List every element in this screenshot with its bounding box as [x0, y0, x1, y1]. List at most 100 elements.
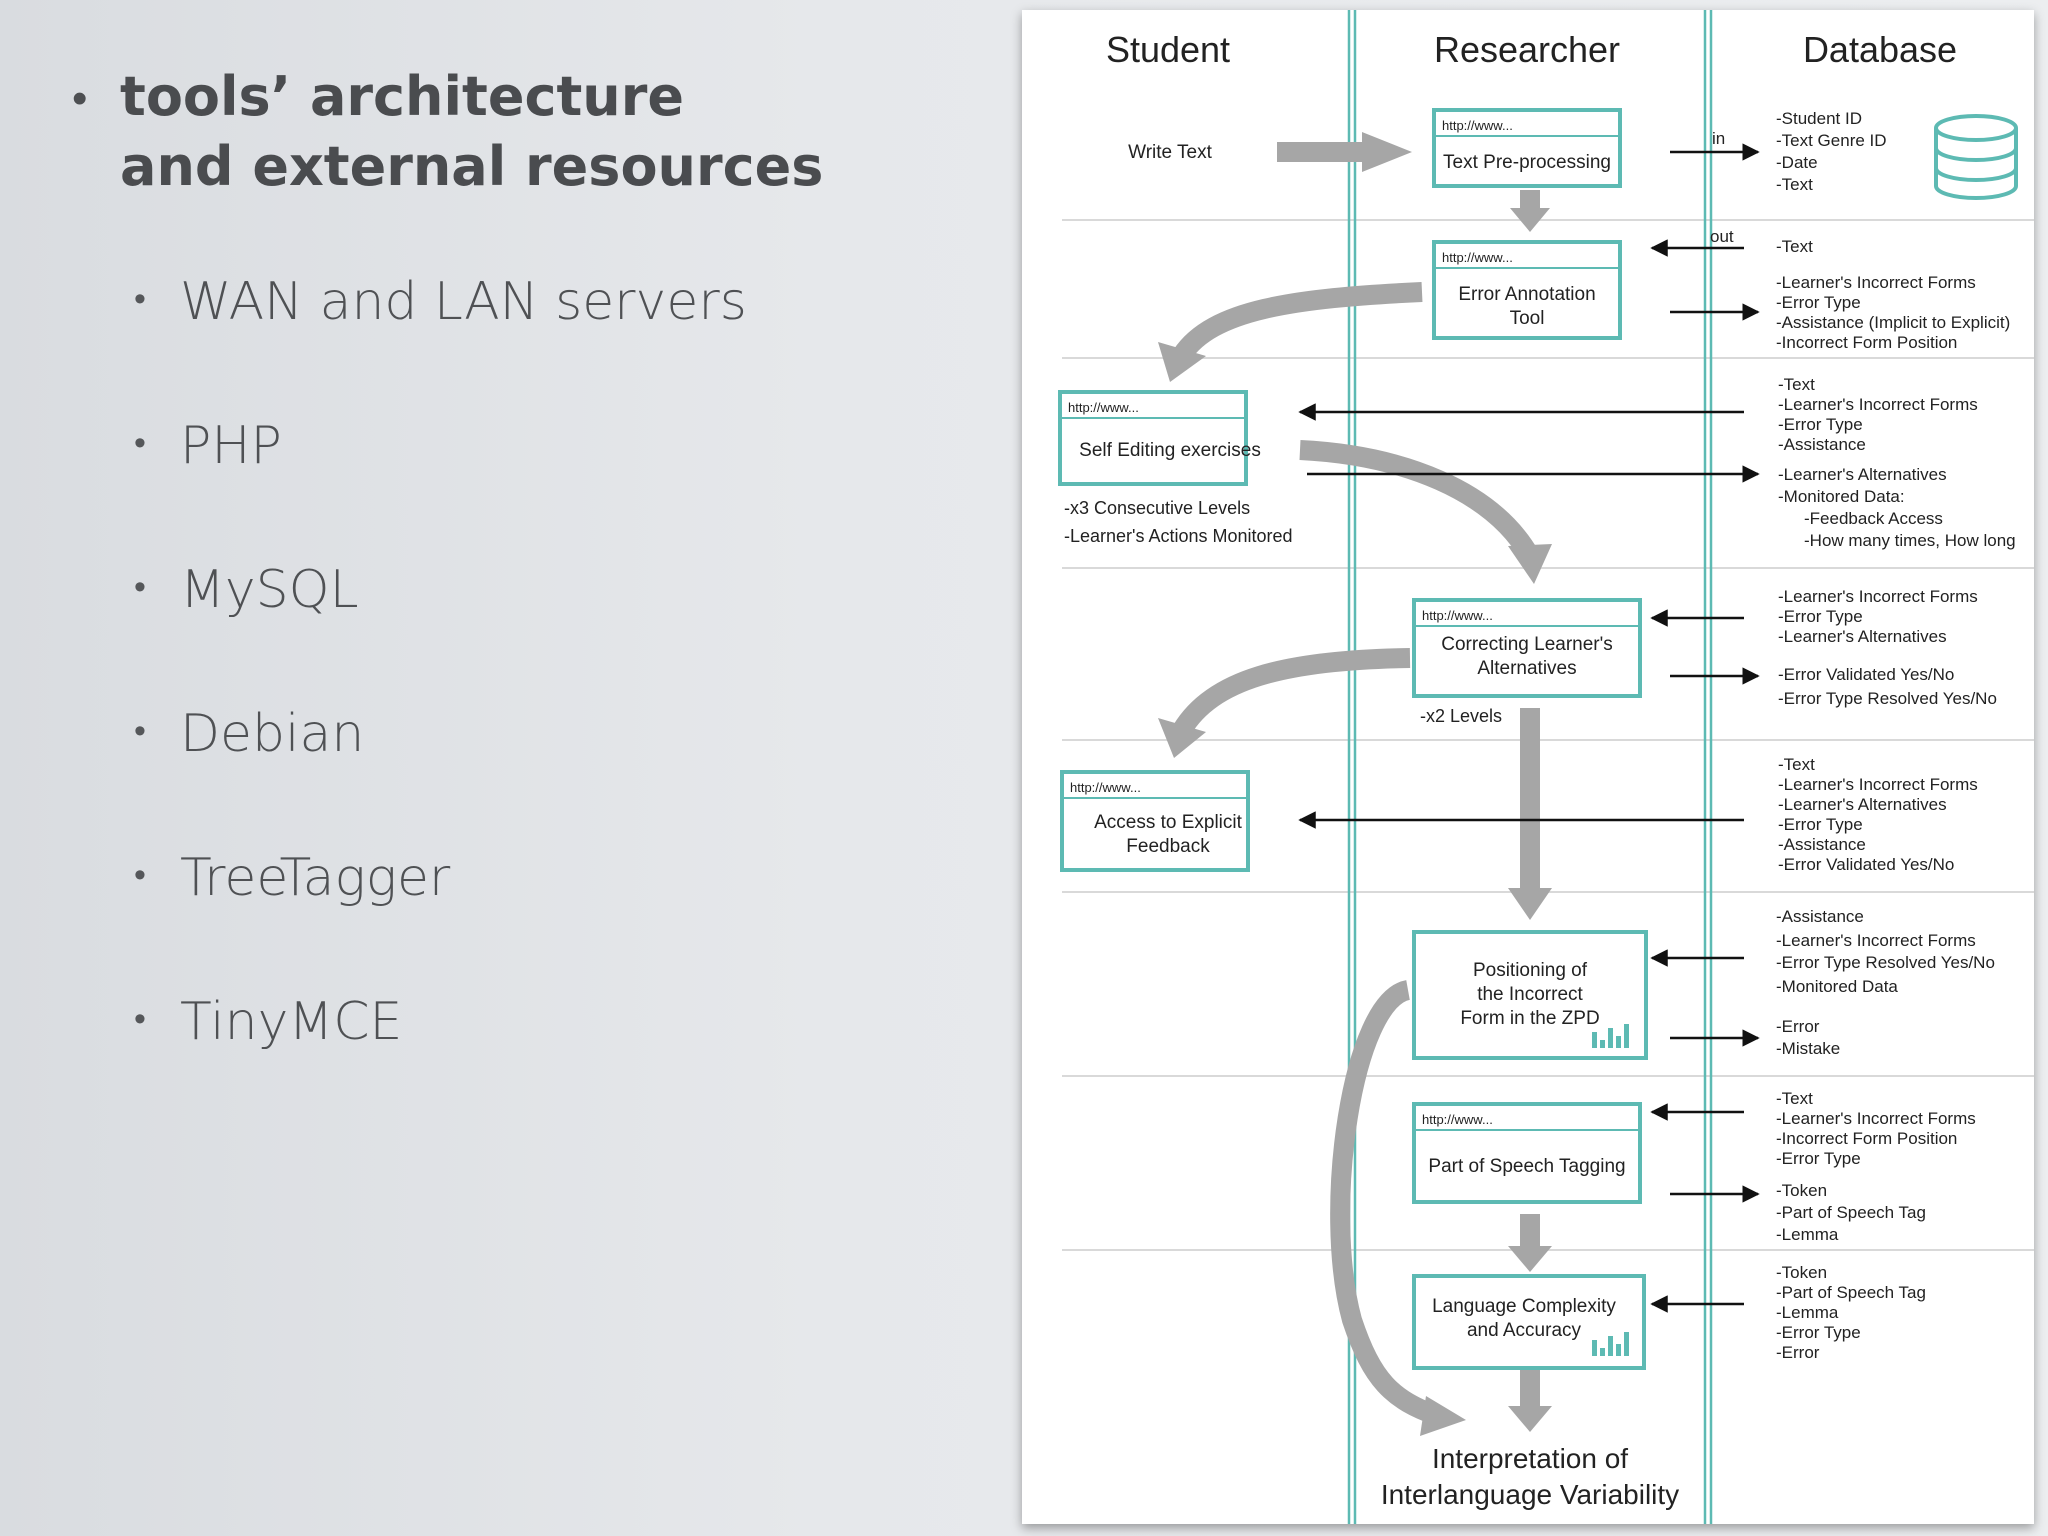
diagram-canvas: Student Researcher Database	[1058, 10, 2034, 1524]
db-field: -Incorrect Form Position	[1776, 1129, 1957, 1148]
box-label: Positioning of	[1473, 960, 1588, 981]
box-correcting-alternatives: http://www... Correcting Learner's Alter…	[1412, 598, 1642, 698]
bullet-item-label: MySQL	[180, 560, 359, 620]
box-label: Part of Speech Tagging	[1428, 1156, 1625, 1177]
arrow-out-label: out	[1710, 227, 1734, 246]
box-url-label: http://www...	[1068, 400, 1139, 415]
db-field: -Learner's Alternatives	[1778, 795, 1947, 814]
bar-chart-icon	[1592, 1024, 1629, 1048]
data-arrows	[1298, 143, 1760, 1313]
box-url-label: http://www...	[1422, 608, 1493, 623]
correcting-note: -x2 Levels	[1420, 706, 1502, 726]
flow-arrowheads	[1158, 132, 1552, 1436]
db-list: -Student ID -Text Genre ID -Date -Text	[1776, 109, 1891, 194]
box-url-label: http://www...	[1442, 250, 1513, 265]
db-list: -Text -Learner's Incorrect Forms -Error …	[1778, 375, 1982, 454]
box-url-label: http://www...	[1442, 118, 1513, 133]
box-label: Form in the ZPD	[1460, 1008, 1599, 1029]
db-field: -Text	[1776, 237, 1813, 256]
db-field: -Learner's Incorrect Forms	[1778, 395, 1978, 414]
heading-line-2: and external resources	[120, 135, 824, 198]
db-field: -Date	[1776, 153, 1818, 172]
db-list: -Assistance -Learner's Incorrect Forms -…	[1776, 907, 2000, 996]
box-label: Correcting Learner's	[1441, 634, 1613, 655]
db-list: -Token -Part of Speech Tag -Lemma -Error…	[1776, 1263, 1931, 1362]
bar-chart-icon	[1592, 1332, 1629, 1356]
lane-dividers	[1347, 10, 1713, 1524]
db-list: -Error -Mistake	[1776, 1017, 1840, 1058]
self-editing-note: -Learner's Actions Monitored	[1064, 526, 1293, 546]
student-write-text: Write Text	[1128, 142, 1212, 163]
bullet-item-label: Debian	[180, 704, 365, 764]
arrow-in-label: in	[1712, 129, 1725, 148]
db-list: -Learner's Alternatives -Monitored Data:…	[1778, 465, 2016, 550]
db-field: -Part of Speech Tag	[1776, 1203, 1926, 1222]
box-label: Error Annotation	[1458, 284, 1595, 305]
flow-arrows	[1173, 142, 1540, 1426]
db-field: -Error Validated Yes/No	[1778, 855, 1954, 874]
db-field: -Error Type	[1778, 415, 1863, 434]
db-field: -Lemma	[1776, 1303, 1839, 1322]
db-field: -Token	[1776, 1263, 1827, 1282]
db-field: -Text	[1776, 1089, 1813, 1108]
db-list: -Text	[1776, 237, 1813, 256]
bullet-item-label: TreeTagger	[180, 848, 451, 908]
column-header-researcher: Researcher	[1434, 29, 1620, 70]
box-error-annotation-tool: http://www... Error Annotation Tool	[1432, 240, 1622, 340]
db-list: -Text -Learner's Incorrect Forms -Incorr…	[1776, 1089, 1980, 1168]
box-part-of-speech-tagging: http://www... Part of Speech Tagging	[1412, 1102, 1642, 1204]
self-editing-note: -x3 Consecutive Levels	[1064, 498, 1250, 518]
slide-text-area: • tools’ architecture and external resou…	[0, 0, 1020, 1536]
box-label: Tool	[1510, 308, 1545, 329]
db-field: -Learner's Incorrect Forms	[1778, 587, 1978, 606]
db-field: -Error Type	[1776, 293, 1861, 312]
box-label: the Incorrect	[1477, 984, 1583, 1005]
db-field: -Token	[1776, 1181, 1827, 1200]
db-field: -Error Type	[1778, 815, 1863, 834]
architecture-diagram: Student Researcher Database	[1022, 10, 2034, 1524]
database-icon	[1934, 114, 2018, 200]
box-label: Text Pre-processing	[1443, 152, 1611, 173]
box-url-label: http://www...	[1422, 1112, 1493, 1127]
box-label: Self Editing exercises	[1079, 440, 1261, 461]
db-field: -Assistance	[1778, 835, 1866, 854]
db-field: -How many times, How long	[1804, 531, 2016, 550]
box-label: Language Complexity	[1432, 1296, 1616, 1317]
db-field: -Learner's Alternatives	[1778, 627, 1947, 646]
db-field: -Error Type Resolved Yes/No	[1776, 953, 1995, 972]
db-field: -Text	[1776, 175, 1813, 194]
db-field: -Part of Speech Tag	[1776, 1283, 1926, 1302]
box-positioning-zpd: Positioning of the Incorrect Form in the…	[1412, 930, 1648, 1060]
db-field: -Error Type Resolved Yes/No	[1778, 689, 1997, 708]
db-field: -Error Type	[1776, 1149, 1861, 1168]
box-explicit-feedback: http://www... Access to Explicit Feedbac…	[1060, 770, 1250, 872]
column-header-database: Database	[1803, 29, 1957, 70]
db-field: -Learner's Incorrect Forms	[1776, 273, 1976, 292]
db-field: -Learner's Incorrect Forms	[1778, 775, 1978, 794]
row-dividers	[1062, 219, 2034, 1251]
db-list: -Learner's Incorrect Forms -Error Type -…	[1778, 587, 1982, 646]
db-field: -Assistance	[1778, 435, 1866, 454]
final-output-line-1: Interpretation of	[1432, 1443, 1628, 1474]
db-field: -Monitored Data:	[1778, 487, 1905, 506]
box-self-editing-exercises: http://www... Self Editing exercises	[1058, 390, 1261, 486]
db-field: -Error	[1776, 1343, 1820, 1362]
box-language-complexity: Language Complexity and Accuracy	[1412, 1274, 1646, 1370]
column-header-student: Student	[1106, 29, 1230, 70]
bullet-item-label: PHP	[180, 416, 282, 476]
db-field: -Feedback Access	[1804, 509, 1943, 528]
db-field: -Text	[1778, 375, 1815, 394]
database-field-lists: -Student ID -Text Genre ID -Date -Text -…	[1776, 109, 2016, 1362]
db-field: -Learner's Incorrect Forms	[1776, 931, 1976, 950]
db-field: -Learner's Alternatives	[1778, 465, 1947, 484]
db-field: -Text Genre ID	[1776, 131, 1887, 150]
bullet-item-label: TinyMCE	[180, 992, 403, 1052]
db-field: -Error Validated Yes/No	[1778, 665, 1954, 684]
heading-line-1: tools’ architecture	[120, 65, 684, 128]
final-output-line-2: Interlanguage Variability	[1381, 1479, 1679, 1510]
db-field: -Mistake	[1776, 1039, 1840, 1058]
db-field: -Text	[1778, 755, 1815, 774]
db-field: -Assistance (Implicit to Explicit)	[1776, 313, 2010, 332]
box-label: Feedback	[1126, 836, 1210, 857]
db-field: -Error Type	[1776, 1323, 1861, 1342]
